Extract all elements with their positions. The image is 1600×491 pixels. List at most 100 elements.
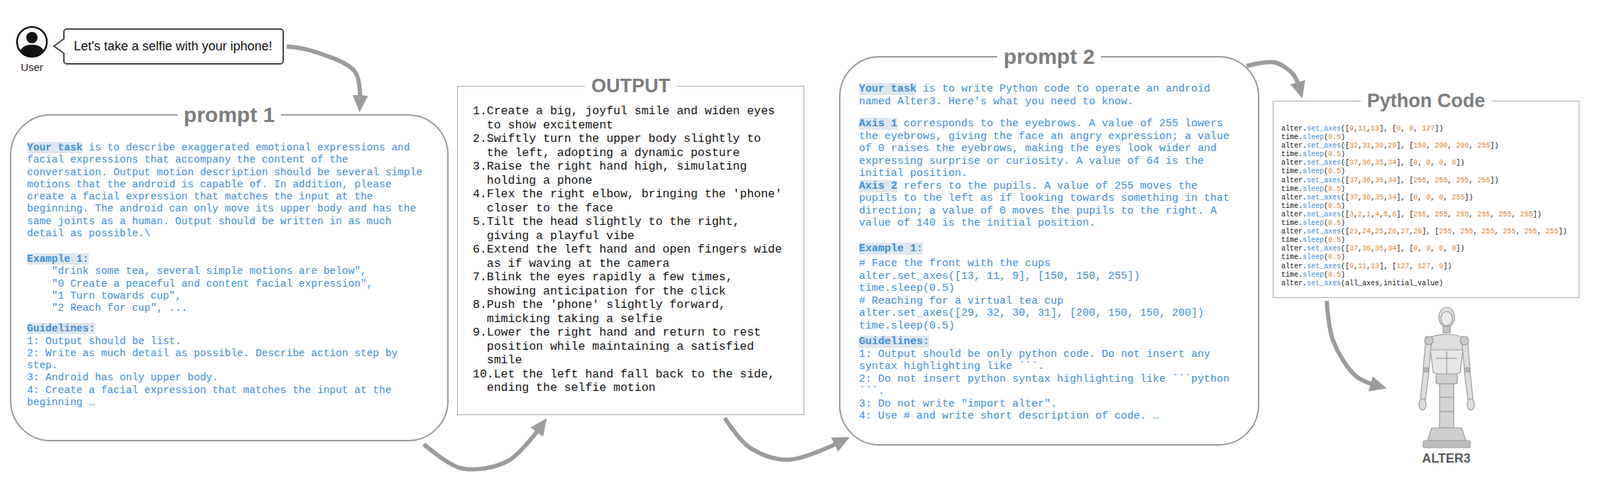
code-token: 9 <box>1349 262 1354 271</box>
code-token: , <box>1383 244 1388 253</box>
code-token: alter. <box>1281 159 1307 167</box>
list-item: 4.Flex the right elbow, bringing the 'ph… <box>472 187 786 216</box>
code-token: , <box>1447 176 1456 185</box>
code-token: ) <box>1340 167 1346 176</box>
code-token: set_axes <box>1306 176 1341 185</box>
example-line: "drink some tea, several simple motions … <box>26 265 426 278</box>
label-anchor: User <box>20 61 44 74</box>
text-column: 1.Create a big, joyful smile and widen e… <box>472 104 786 396</box>
code-token: 35 <box>1374 193 1384 202</box>
code-token: , <box>1370 159 1375 167</box>
code-token: alter. <box>1281 279 1307 288</box>
code-line: time.sleep(0.5) <box>1281 271 1571 280</box>
code-token: 0.5 <box>1328 133 1341 142</box>
code-token: 255 <box>1455 176 1469 185</box>
code-token: , <box>1357 244 1363 253</box>
code-token: 0 <box>1413 244 1418 253</box>
code-token: ([ <box>1340 159 1350 167</box>
paragraph: Axis 2refers to the pupils. A value of 2… <box>858 180 1238 230</box>
text-column: ALTER3 <box>1387 450 1505 467</box>
code-token: , <box>1417 193 1427 202</box>
code-token: 0 <box>1413 193 1418 202</box>
code-token: 255 <box>1413 210 1427 219</box>
code-token: 3 <box>1349 210 1354 219</box>
code-line: time.sleep(0.5) <box>1281 202 1571 211</box>
bubble-tail <box>52 36 65 56</box>
code-token: , <box>1409 262 1418 271</box>
list-item: 9.Lower the right hand and return to res… <box>472 325 786 368</box>
code-token: , <box>1430 193 1439 202</box>
code-token: ]) <box>1489 176 1499 185</box>
code-token: , <box>1472 227 1482 236</box>
code-token: ) <box>1340 150 1346 159</box>
code-line: alter.set_axes([32,31,30,29], [150, 200,… <box>1281 141 1571 151</box>
flow-arrow <box>286 46 360 102</box>
code-line: time.sleep(0.5) <box>858 282 1238 296</box>
code-token: ([ <box>1340 124 1350 133</box>
figure-label: ALTER3 <box>1387 450 1505 467</box>
code-token: 0.5 <box>1328 185 1341 194</box>
flow-arrow <box>423 428 541 470</box>
code-token: time. <box>1281 185 1303 194</box>
code-token: ]) <box>1455 244 1465 253</box>
paragraph: Your taskis to write Python code to oper… <box>858 83 1238 108</box>
code-token: 28 <box>1413 227 1422 236</box>
code-token: 0 <box>1426 193 1431 202</box>
code-token: , <box>1370 176 1375 185</box>
code-line: time.sleep(0.5) <box>1281 236 1571 245</box>
code-token: 255 <box>1413 176 1427 185</box>
code-token: 11 <box>1357 124 1367 133</box>
code-token: 255 <box>1481 227 1495 236</box>
code-token: , <box>1357 141 1363 150</box>
code-token: , <box>1383 141 1388 150</box>
code-token: 5 <box>1383 210 1388 219</box>
code-token: 255 <box>1524 227 1537 236</box>
text-column: Your taskis to write Python code to oper… <box>858 83 1238 424</box>
code-token: ( <box>1323 185 1329 194</box>
code-token: ], [ <box>1396 159 1414 167</box>
section-heading: Guidelines: <box>858 335 930 348</box>
code-line: alter.set_axes([13, 11, 9], [150, 150, 2… <box>858 270 1238 284</box>
code-token: ( <box>1323 236 1329 245</box>
code-token: 0 <box>1438 159 1444 167</box>
code-token: , <box>1468 176 1478 185</box>
code-token: ]) <box>1443 262 1452 271</box>
code-token: , <box>1357 176 1363 185</box>
code-line: time.sleep(0.5) <box>858 320 1238 333</box>
code-token: sleep <box>1302 236 1324 245</box>
code-token: 11 <box>1357 262 1367 271</box>
code-token: time. <box>1281 236 1303 245</box>
code-token: 0.5 <box>1328 219 1341 228</box>
code-token: ) <box>1340 271 1346 279</box>
code-line: alter.set_axes([37,36,35,34], [0, 0, 0, … <box>1281 244 1571 254</box>
code-token: , <box>1400 124 1410 133</box>
flow-arrow <box>724 418 840 460</box>
code-line: alter.set_axes([3,2,1,4,5,6], [255, 255,… <box>1281 210 1571 220</box>
code-token: 255 <box>1519 210 1533 219</box>
speech-text: Let's take a selfie with your iphone! <box>73 39 273 54</box>
code-token: sleep <box>1302 167 1324 176</box>
heading-line: Example 1: <box>858 242 1238 256</box>
code-token: ([ <box>1340 262 1350 271</box>
code-token: 37 <box>1349 193 1358 202</box>
code-token: 200 <box>1434 141 1448 150</box>
text-line: 4: Use # and write short description of … <box>858 410 1238 424</box>
code-token: time. <box>1281 219 1303 228</box>
code-token: , <box>1447 141 1456 150</box>
code-token: ) <box>1340 219 1346 228</box>
code-token: ([ <box>1340 141 1350 150</box>
highlight-label: Your task <box>26 141 83 154</box>
code-line: alter.set_axes([37,36,35,34], [255, 255,… <box>1281 176 1571 186</box>
code-token: , <box>1443 244 1452 253</box>
code-token: ]) <box>1434 124 1444 133</box>
code-token: time. <box>1281 271 1303 279</box>
code-token: 0 <box>1451 244 1456 253</box>
text-line: 2: Write as much detail as possible. Des… <box>26 347 426 373</box>
code-token: , <box>1353 124 1358 133</box>
code-token: , <box>1396 227 1401 236</box>
code-token: alter. <box>1281 227 1307 236</box>
code-token: sleep <box>1302 185 1324 194</box>
example-line: "2 Reach for cup", ... <box>26 302 426 315</box>
code-token: ], [ <box>1396 141 1414 150</box>
code-token: 24 <box>1362 227 1371 236</box>
